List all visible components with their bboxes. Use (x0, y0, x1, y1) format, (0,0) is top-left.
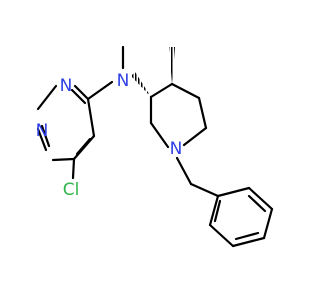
pyrimidine-bond (86, 97, 96, 138)
benzene-bond (216, 186, 251, 198)
benzene-bond (247, 186, 274, 211)
benzyl-ch2-bond (175, 156, 193, 186)
hashed-wedge-amine (131, 72, 151, 97)
piperidine-bond (197, 96, 208, 130)
c-cl-bond (71, 157, 76, 180)
pyrimidine-double-bond-inner (70, 88, 87, 105)
chlorine-label: Cl (63, 180, 80, 200)
pyrimidine-double-bond-inner (40, 124, 51, 148)
stereo-bonds (131, 47, 175, 97)
benzene-double-bond-inner (213, 199, 222, 223)
chemical-structure: N N N Cl N (36, 45, 274, 248)
benzene-bond (262, 207, 274, 240)
molecule-canvas: N N N Cl N (35, 45, 274, 248)
pyrimidine-n-bottom-label: N (36, 121, 49, 141)
piperidine-bond (149, 121, 170, 149)
bond-lines (36, 45, 274, 248)
benzyl-bond (189, 182, 220, 198)
atom-labels: N N N Cl N (36, 71, 183, 200)
amine-n-label: N (117, 71, 130, 91)
pyrimidine-n-top-label: N (60, 76, 73, 96)
benzene-double-bond-inner (247, 194, 267, 213)
benzene-bond (208, 194, 220, 227)
pyrimidine-bond (36, 84, 58, 111)
pyrimidine-double-bond-inner (75, 137, 92, 156)
pyrimidine-bond (36, 127, 48, 152)
benzene-double-bond-inner (234, 231, 260, 241)
benzene-bond (231, 236, 266, 248)
pyrimidine-bond (73, 84, 90, 101)
n-to-pyrimidine-bond (86, 80, 114, 101)
hashed-wedge-methyl (169, 47, 175, 84)
pyrimidine-bond (51, 157, 76, 162)
piperidine-n-label: N (170, 139, 183, 159)
piperidine-bond (149, 82, 174, 99)
benzene-bond (208, 223, 235, 248)
piperidine-bond (182, 126, 208, 147)
piperidine-bond (170, 82, 201, 100)
